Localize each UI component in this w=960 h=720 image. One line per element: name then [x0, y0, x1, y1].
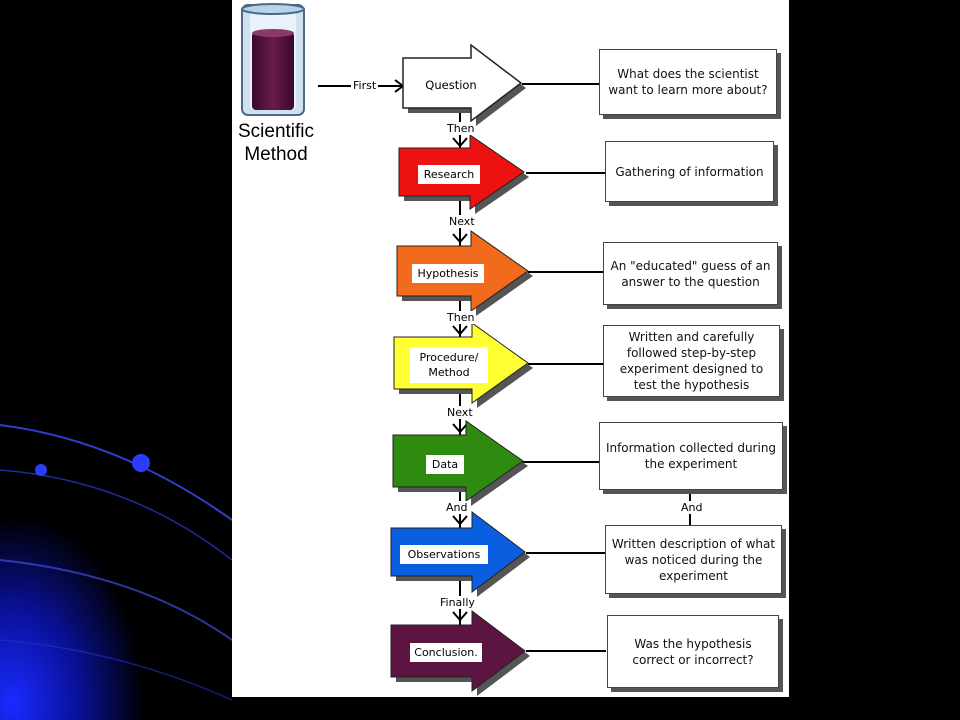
- description-data: Information collected during the experim…: [599, 422, 783, 490]
- description-research: Gathering of information: [605, 141, 774, 202]
- description-procedure: Written and carefully followed step-by-s…: [603, 325, 780, 397]
- step-label-data: Data: [426, 455, 464, 474]
- step-label-procedure: Procedure/ Method: [410, 347, 488, 383]
- connector-next-1: Next: [448, 215, 476, 228]
- connector-finally: Finally: [439, 596, 476, 609]
- step-label-observations: Observations: [400, 545, 488, 564]
- connector-and-2: And: [679, 501, 705, 514]
- scientific-method-diagram: Scientific Method First Then Next Then N…: [232, 0, 789, 697]
- description-observations: Written description of what was noticed …: [605, 525, 782, 594]
- step-label-hypothesis: Hypothesis: [412, 264, 484, 283]
- description-hypothesis: An "educated" guess of an answer to the …: [603, 242, 778, 305]
- connector-first: First: [351, 79, 379, 92]
- step-label-research: Research: [418, 165, 480, 184]
- step-label-question: Question: [425, 77, 477, 92]
- connector-next-2: Next: [446, 406, 474, 419]
- arrow-question: [402, 43, 526, 126]
- description-question: What does the scientist want to learn mo…: [599, 49, 777, 115]
- description-conclusion: Was the hypothesis correct or incorrect?: [607, 615, 779, 688]
- connector-then-2: Then: [446, 311, 476, 324]
- diagram-title: Scientific Method: [237, 121, 315, 165]
- connector-and-1: And: [445, 501, 469, 514]
- flow-arrowheads: [452, 137, 468, 622]
- step-label-conclusion: Conclusion.: [410, 643, 482, 662]
- test-tube-icon: [241, 3, 305, 116]
- connector-then-1: Then: [446, 122, 476, 135]
